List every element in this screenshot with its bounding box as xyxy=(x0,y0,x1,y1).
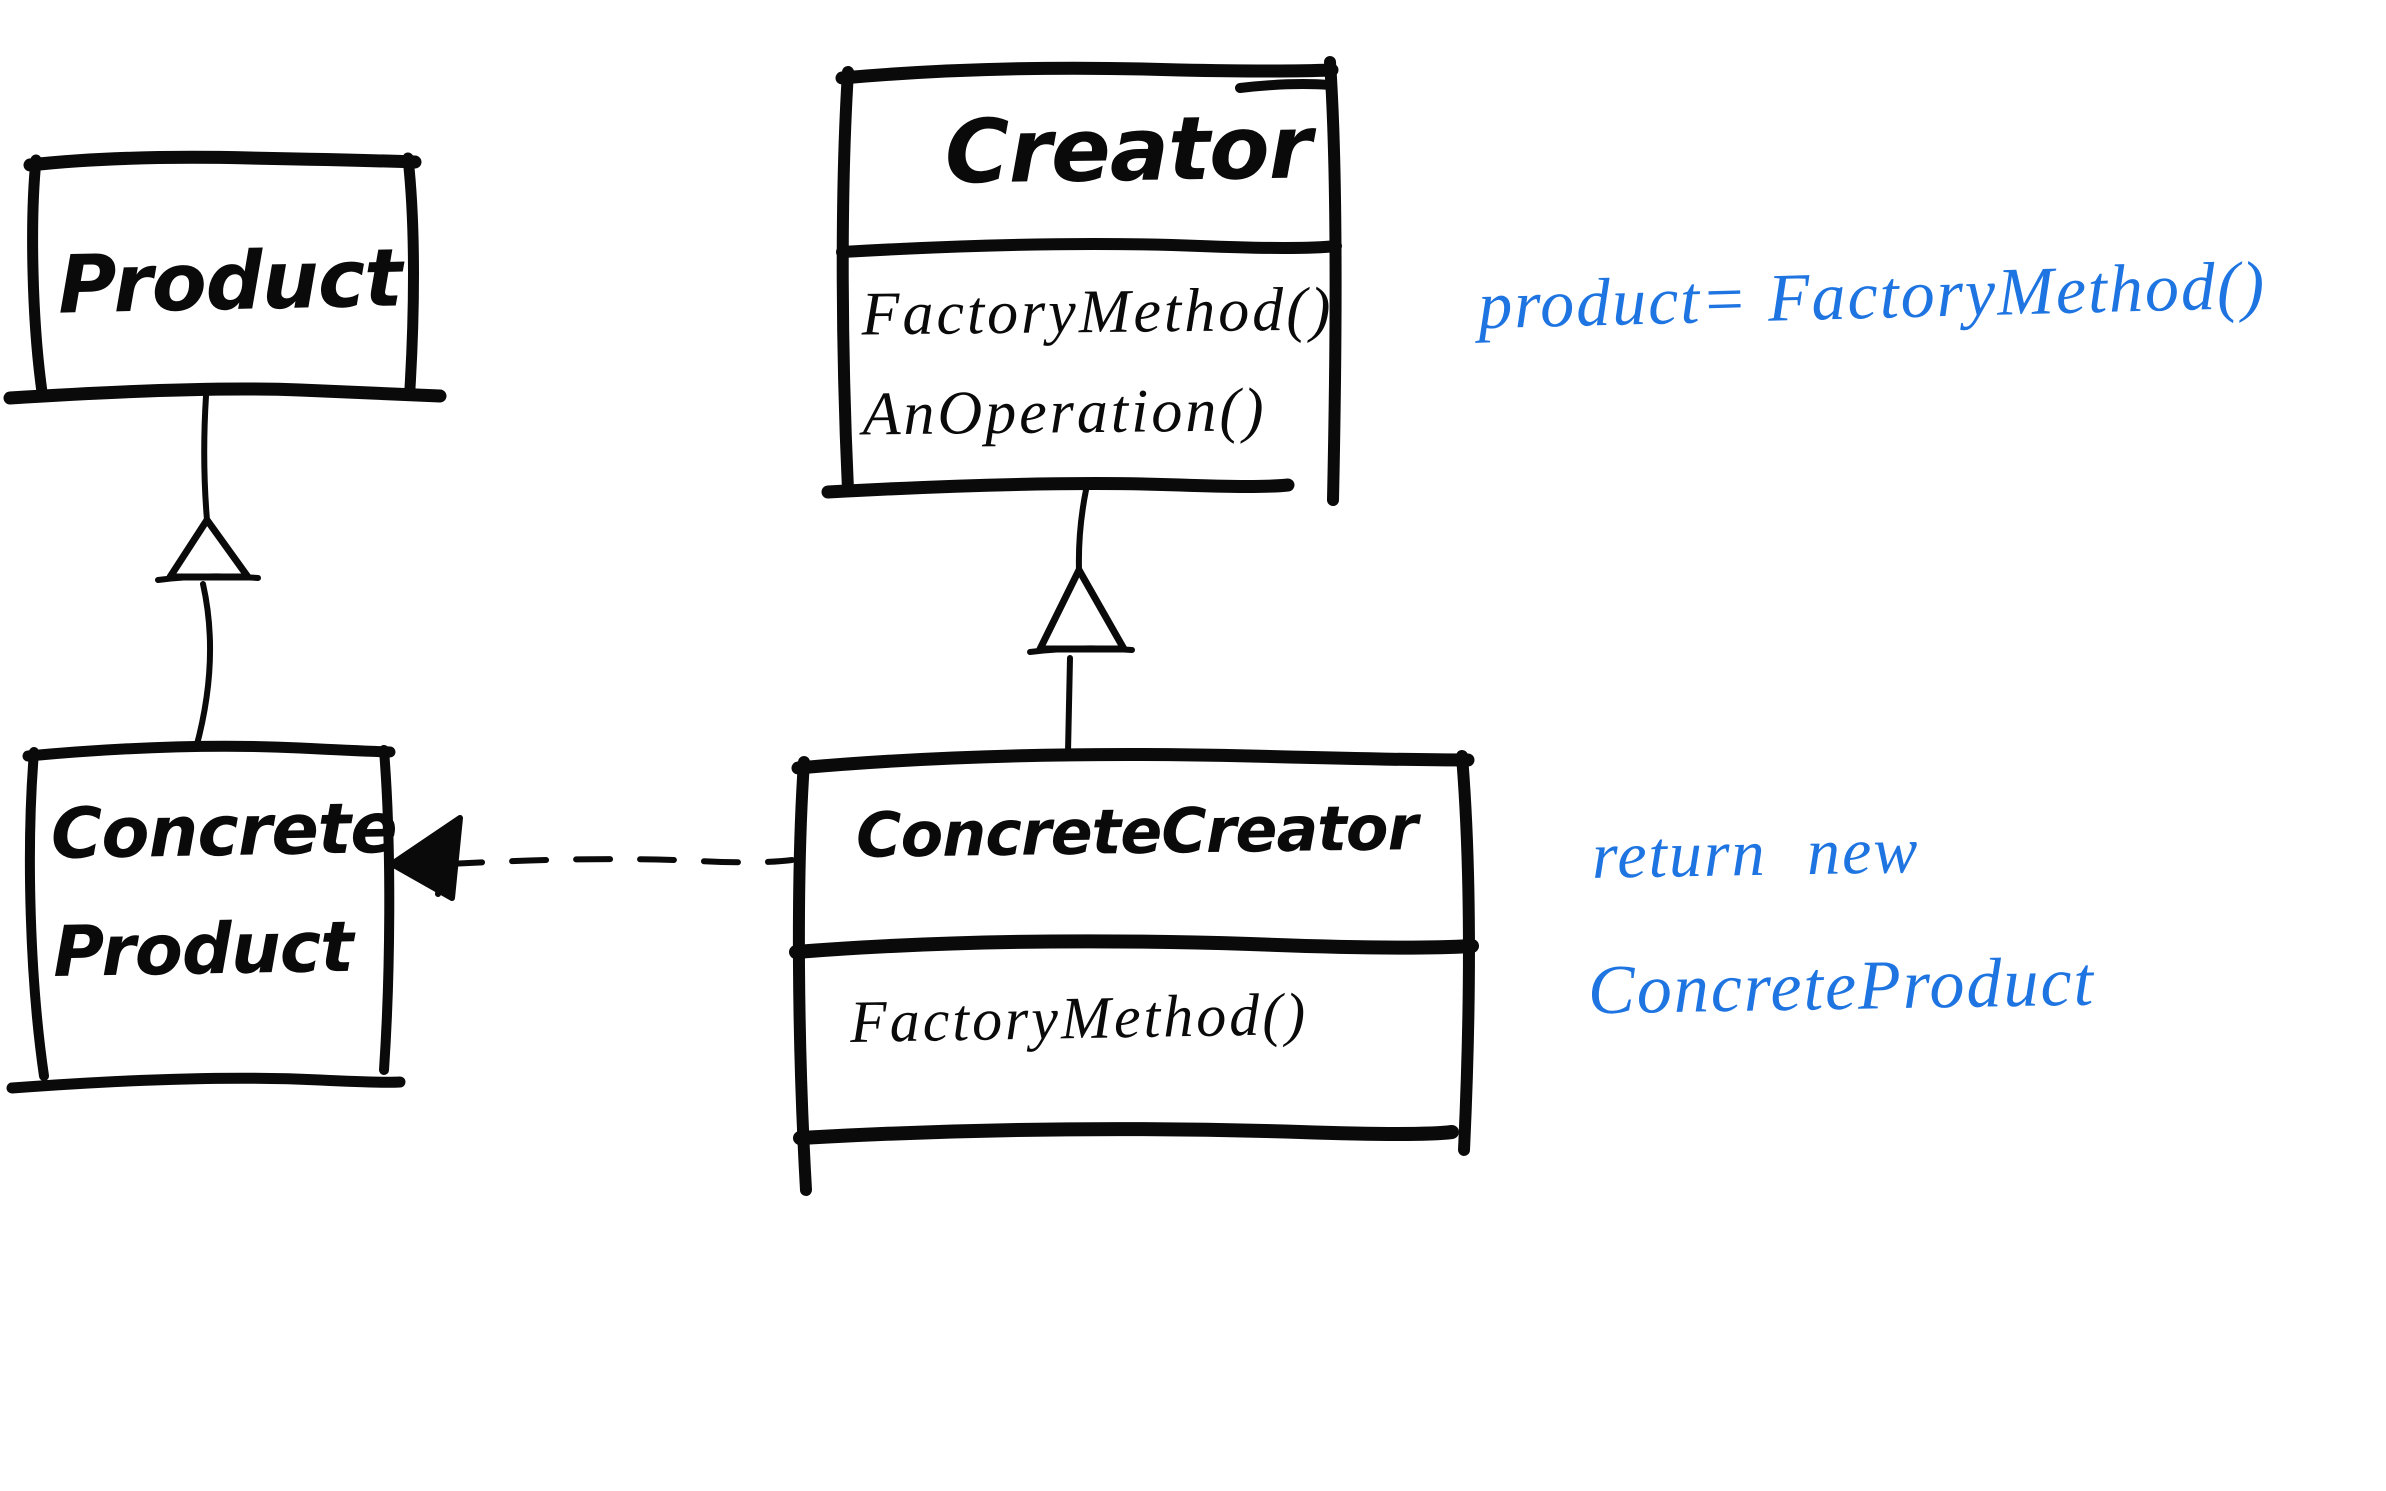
annotation-return-concrete-product: ConcreteProduct xyxy=(1587,943,2096,1030)
creator-method-list: FactoryMethod() AnOperation() xyxy=(861,260,1335,465)
concrete-creator-method-factory-method: FactoryMethod() xyxy=(849,981,1309,1055)
dependency-arrow-concrete-product xyxy=(389,815,795,901)
creator-method-an-operation: AnOperation() xyxy=(862,376,1267,449)
generalization-arrow-product xyxy=(155,393,261,751)
annotation-return-new: return new xyxy=(1591,814,1920,893)
product-class-name: Product xyxy=(57,231,403,332)
generalization-arrow-creator xyxy=(1027,487,1135,755)
creator-class-box xyxy=(821,56,1342,506)
creator-class-name: Creator xyxy=(944,95,1312,204)
concrete-product-name-line-2: Product xyxy=(52,905,354,994)
concrete-product-class-name: Concrete Product xyxy=(50,769,400,1011)
creator-method-factory-method: FactoryMethod() xyxy=(861,275,1334,349)
concrete-creator-class-box xyxy=(789,748,1479,1196)
product-class-box xyxy=(3,150,447,405)
concrete-product-class-box xyxy=(6,740,406,1094)
concrete-creator-class-name: ConcreteCreator xyxy=(855,791,1418,872)
concrete-product-name-line-1: Concrete xyxy=(50,786,398,876)
